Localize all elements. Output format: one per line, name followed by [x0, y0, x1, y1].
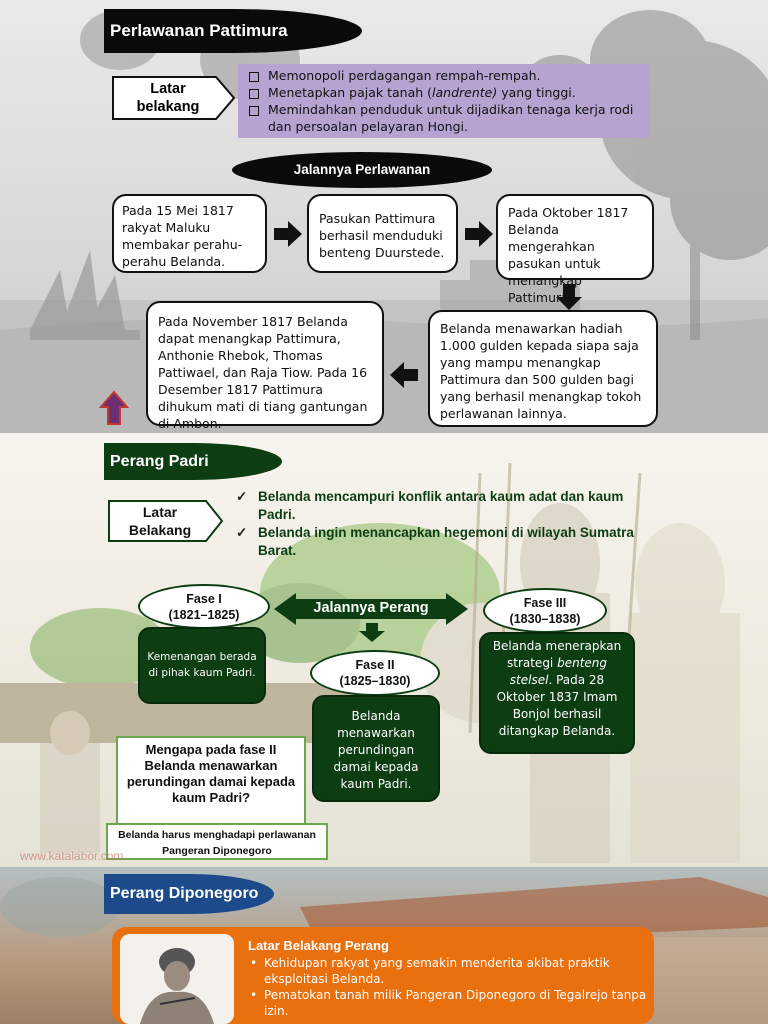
slide-perang-diponegoro: Perang Diponegoro Latar Belakang Perang …: [0, 867, 768, 1024]
jalannya-perlawanan-pill: Jalannya Perlawanan: [232, 152, 492, 188]
latar-belakang-panel: Latar Belakang Perang Kehidupan rakyat y…: [112, 927, 654, 1024]
question-box: Mengapa pada fase II Belanda menawarkan …: [116, 736, 306, 827]
section-title: Perang Diponegoro: [104, 874, 274, 914]
event-box-1: Pada 15 Mei 1817 rakyat Maluku membakar …: [112, 194, 267, 273]
latar-label-line1: Latar: [150, 81, 186, 97]
arrow-down-icon: [556, 284, 582, 310]
jalannya-perang-label: Jalannya Perang: [313, 600, 429, 616]
fase2-title: Fase II: [355, 658, 395, 672]
latar-item: Kehidupan rakyat yang semakin menderita …: [248, 955, 648, 987]
latar-item: Pematokan tanah milik Pangeran Diponegor…: [248, 987, 648, 1019]
latar-item: Memindahkan penduduk untuk dijadikan ten…: [246, 101, 642, 135]
diponegoro-portrait: [120, 934, 234, 1024]
fase1-ellipse: Fase I (1821–1825): [138, 584, 270, 629]
latar-item: Memonopoli perdagangan rempah-rempah.: [246, 67, 642, 84]
fase3-ellipse: Fase III (1830–1838): [483, 588, 607, 633]
latar-item: Belanda mencampuri konflik antara kaum a…: [236, 488, 636, 524]
arrow-right-icon: [274, 221, 302, 247]
latar-item: Belanda ingin menancapkan hegemoni di wi…: [236, 524, 636, 560]
fase3-title: Fase III: [523, 596, 567, 610]
arrow-right-icon: [465, 221, 493, 247]
latar-label-line2: belakang: [136, 99, 200, 115]
latar-belakang-chevron: Latar belakang: [112, 76, 236, 120]
fase2-box: Belanda menawarkan perundingan damai kep…: [312, 695, 440, 802]
answer-box: Belanda harus menghadapi perlawanan Pang…: [106, 823, 328, 860]
latar-belakang-list: Belanda mencampuri konflik antara kaum a…: [236, 488, 636, 560]
latar-item: Menetapkan pajak tanah (landrente) yang …: [246, 84, 642, 101]
fase1-box: Kemenangan berada di pihak kaum Padri.: [138, 627, 266, 704]
fase3-box: Belanda menerapkan strategi benteng stel…: [479, 632, 635, 754]
fase1-title: Fase I: [186, 592, 222, 606]
event-box-5: Pada November 1817 Belanda dapat menangk…: [146, 301, 384, 431]
event-box-2: Pasukan Pattimura berhasil menduduki ben…: [307, 194, 458, 273]
event-box-3: Pada Oktober 1817 Belanda mengerahkan pa…: [496, 194, 654, 305]
section-title: Perang Padri: [104, 443, 282, 480]
jalannya-perang-double-arrow: [274, 593, 468, 625]
watermark: www.katalabor.com: [20, 849, 124, 863]
fase2-ellipse: Fase II (1825–1830): [310, 650, 440, 696]
latar-belakang-chevron: Latar Belakang: [108, 500, 224, 542]
arrow-left-icon: [390, 362, 418, 388]
nav-up-arrow-icon[interactable]: [99, 390, 129, 426]
box-title: Latar Belakang Perang: [248, 938, 389, 953]
fase2-years: (1825–1830): [339, 674, 411, 688]
latar-belakang-list: Memonopoli perdagangan rempah-rempah. Me…: [238, 64, 650, 138]
arrow-down-icon: [359, 623, 385, 642]
latar-label-line2: Belakang: [128, 522, 192, 538]
latar-belakang-list: Kehidupan rakyat yang semakin menderita …: [248, 955, 648, 1019]
latar-label-line1: Latar: [142, 504, 178, 520]
portrait-illustration: [120, 934, 234, 1024]
fase1-years: (1821–1825): [168, 608, 240, 622]
slide-perlawanan-pattimura: Perlawanan Pattimura Latar belakang Memo…: [0, 0, 768, 433]
event-box-4: Belanda menawarkan hadiah 1.000 gulden k…: [428, 310, 658, 427]
fase3-years: (1830–1838): [509, 612, 581, 626]
slide-perang-padri: Perang Padri Latar Belakang Belanda menc…: [0, 433, 768, 867]
section-title: Perlawanan Pattimura: [104, 9, 362, 53]
